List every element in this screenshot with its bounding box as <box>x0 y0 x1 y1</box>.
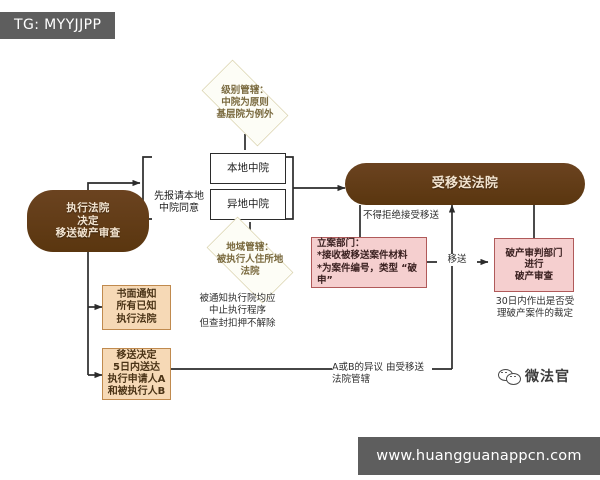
node-local-intermediate-court[interactable]: 本地中院 <box>210 153 286 184</box>
node-remote-intermediate-court[interactable]: 异地中院 <box>210 189 286 220</box>
caption-suspend-execution: 被通知执行院均应 中止执行程序 但查封扣押不解除 <box>199 293 276 329</box>
node-territorial-jurisdiction-label: 地域管辖： 被执行人住所地 法院 <box>216 242 284 277</box>
caption-transfer-arrow-label: 移送 <box>437 254 477 267</box>
wechat-eye-2 <box>505 371 507 374</box>
wechat-brand-label: 微法官 <box>525 369 570 385</box>
node-bankruptcy-review-department[interactable]: 破产审判部门 进行 破产审查 <box>494 238 574 292</box>
wechat-bubble-front <box>506 372 521 385</box>
tg-watermark-tag: TG: MYYJJPP <box>0 12 116 39</box>
node-transferee-court[interactable]: 受移送法院 <box>345 163 585 205</box>
wechat-eye-3 <box>510 375 512 378</box>
node-level-jurisdiction-label: 级别管辖： 中院为原则 基层院为例外 <box>216 85 274 120</box>
url-watermark-bar: www.huangguanappcn.com <box>358 437 600 475</box>
node-territorial-jurisdiction[interactable]: 地域管辖： 被执行人住所地 法院 <box>194 216 306 304</box>
node-report-local-court[interactable]: 先报请本地 中院同意 <box>154 190 204 214</box>
caption-cannot-refuse-transfer: 不得拒绝接受移送 <box>362 210 439 221</box>
node-transfer-decision[interactable]: 移送决定 5日内送达 执行申请人A 和被执行人B <box>102 348 171 400</box>
node-start-execution-court[interactable]: 执行法院 决定 移送破产审查 <box>27 190 149 252</box>
wechat-brand: 微法官 <box>498 366 570 386</box>
wechat-icon <box>498 368 521 385</box>
caption-ruling-30-days: 30日内作出是否受 理破产案件的裁定 <box>495 296 575 320</box>
wechat-eye-1 <box>501 371 503 374</box>
caption-objection-jurisdiction: A或B的异议 由受移送法院管辖 <box>332 362 432 387</box>
wechat-eye-4 <box>514 375 516 378</box>
node-level-jurisdiction[interactable]: 级别管辖： 中院为原则 基层院为例外 <box>189 59 301 147</box>
node-written-notice[interactable]: 书面通知 所有已知 执行法院 <box>102 285 171 330</box>
node-filing-department[interactable]: 立案部门： *接收被移送案件材料 *为案件编号，类型 “破 申” <box>311 237 427 288</box>
